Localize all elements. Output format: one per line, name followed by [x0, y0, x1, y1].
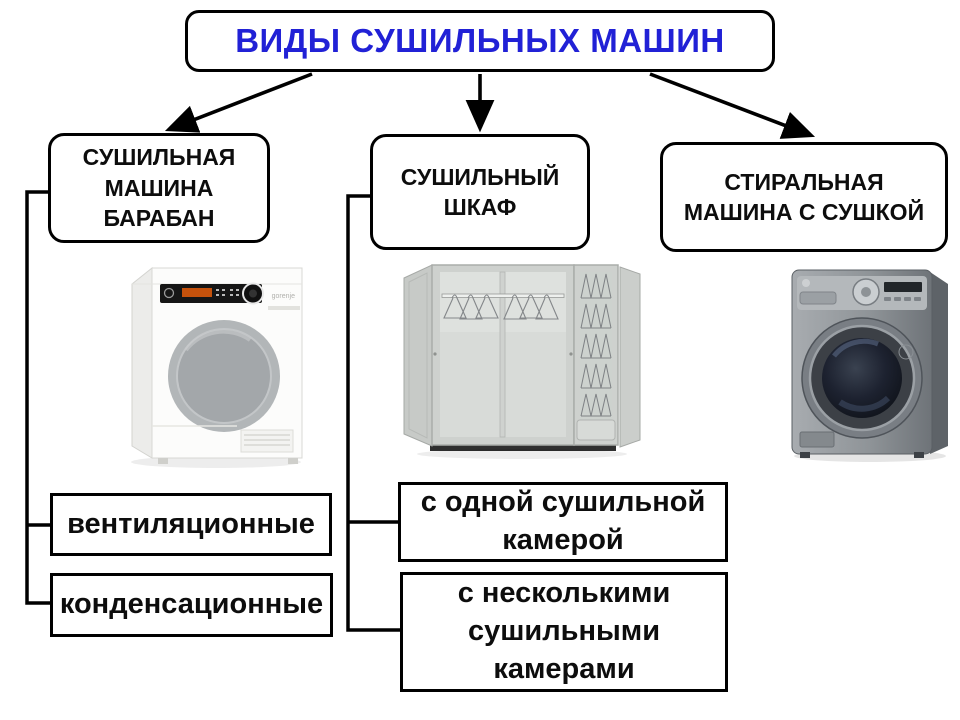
wire-racks: [580, 273, 612, 417]
subtype-label-line: с несколькими: [457, 577, 671, 610]
subtype-box-one-chamber: с одной сушильной камерой: [398, 482, 728, 562]
subtype-box-condenser: конденсационные: [50, 573, 333, 637]
drying-cabinet-photo: [403, 264, 641, 459]
subtype-label-line: с одной сушильной: [420, 486, 706, 519]
cabinet-subtypes-connector: [346, 194, 400, 632]
subtype-label-line: камерой: [502, 524, 624, 556]
hangers: [443, 294, 559, 320]
washer-dryer-photo: [791, 269, 948, 462]
category-box-drying-cabinet: СУШИЛЬНЫЙ ШКАФ: [370, 134, 590, 250]
arrow-to-washer: [649, 72, 816, 139]
subtype-box-multi-chamber: с несколькими сушильными камерами: [400, 572, 728, 692]
category-label-line: СУШИЛЬНАЯ: [82, 144, 236, 171]
category-label-line: СУШИЛЬНЫЙ: [400, 163, 560, 190]
category-label-line: БАРАБАН: [103, 205, 215, 232]
title-box: ВИДЫ СУШИЛЬНЫХ МАШИН: [185, 10, 775, 72]
arrow-to-drum: [164, 72, 313, 133]
page-title: ВИДЫ СУШИЛЬНЫХ МАШИН: [235, 22, 725, 59]
drum-dryer-photo: gorenje: [131, 266, 303, 468]
subtype-label-line: камерами: [493, 652, 635, 685]
subtype-label: конденсационные: [59, 588, 324, 621]
category-label-line: МАШИНА: [104, 174, 214, 201]
category-label-line: ШКАФ: [443, 194, 517, 220]
subtype-label-line: сушильными: [467, 615, 661, 648]
subtype-box-vented: вентиляционные: [50, 493, 332, 556]
drum-subtypes-connector: [25, 190, 50, 605]
subtype-label: вентиляционные: [67, 507, 315, 540]
category-label-line: СТИРАЛЬНАЯ: [724, 168, 884, 195]
category-box-washer-dryer: СТИРАЛЬНАЯ МАШИНА С СУШКОЙ: [660, 142, 948, 252]
svg-text:gorenje: gorenje: [272, 293, 295, 300]
category-box-drum-dryer: СУШИЛЬНАЯ МАШИНА БАРАБАН: [48, 133, 270, 243]
category-label-line: МАШИНА С СУШКОЙ: [683, 199, 925, 225]
